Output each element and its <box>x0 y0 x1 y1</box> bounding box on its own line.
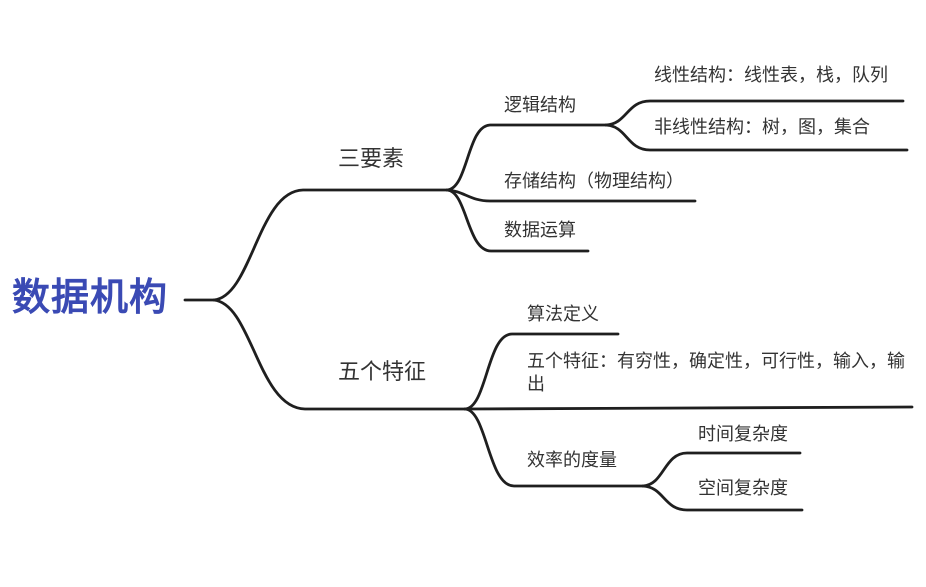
edge-efficiency-to-time-complexity <box>641 451 802 488</box>
edge-efficiency-to-space-complexity <box>641 484 804 512</box>
node-linear-structure[interactable]: 线性结构：线性表，栈，队列 <box>654 65 888 85</box>
node-nonlinear-structure[interactable]: 非线性结构：树，图，集合 <box>654 117 870 137</box>
node-five-characteristics-detail[interactable]: 五个特征：有穷性，确定性，可行性，输入，输出 <box>527 351 905 394</box>
node-time-complexity[interactable]: 时间复杂度 <box>698 424 788 444</box>
edge-logical-to-nonlinear-structure <box>604 123 909 152</box>
node-algorithm-definition[interactable]: 算法定义 <box>527 304 599 324</box>
edge-three-elements-to-logical-structure <box>445 123 608 192</box>
node-logical-structure[interactable]: 逻辑结构 <box>504 95 576 115</box>
node-efficiency-measure[interactable]: 效率的度量 <box>527 450 617 470</box>
edge-five-characteristics-to-detail <box>463 405 914 411</box>
node-three-elements[interactable]: 三要素 <box>338 146 405 171</box>
node-space-complexity[interactable]: 空间复杂度 <box>698 478 788 498</box>
edge-five-characteristics-to-algorithm-definition <box>463 332 620 411</box>
node-data-operations[interactable]: 数据运算 <box>504 220 576 240</box>
node-storage-structure[interactable]: 存储结构（物理结构） <box>504 171 684 191</box>
node-root[interactable]: 数据机构 <box>12 277 169 319</box>
edge-root-to-three-elements <box>212 188 449 302</box>
edge-logical-to-linear-structure <box>604 99 905 127</box>
edge-three-elements-to-data-operations <box>445 188 590 253</box>
edge-root-to-five-characteristics <box>212 298 467 411</box>
edge-five-characteristics-to-efficiency-measure <box>463 407 645 488</box>
node-five-characteristics[interactable]: 五个特征 <box>338 359 427 384</box>
